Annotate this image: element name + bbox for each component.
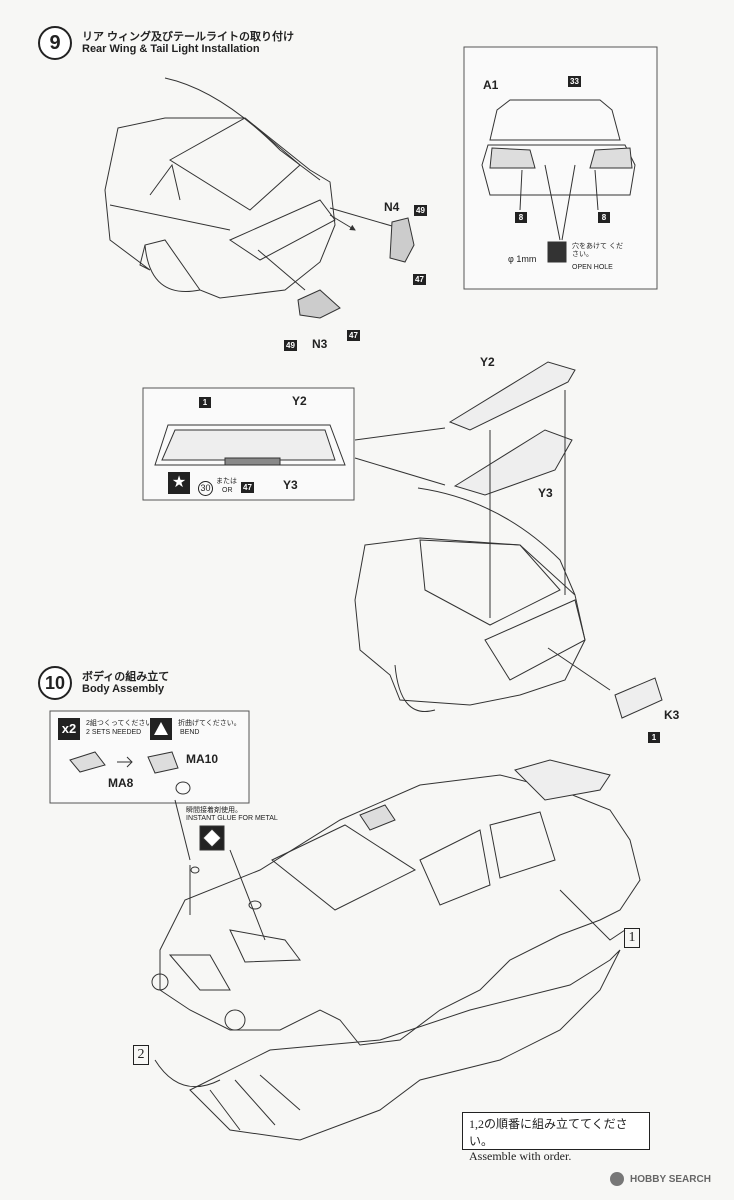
assembly-order-en: Assemble with order. [469,1149,572,1163]
sets-needed-jp: 2組つくってください。 [86,720,160,727]
part-label-y3: Y3 [538,486,553,500]
paint-number-n3: 49 [284,340,297,351]
bend-note-en: BEND [180,729,200,736]
assembly-order-note: 1,2の順番に組み立ててください。 Assemble with order. [462,1112,650,1163]
part-label-ma8: MA8 [108,776,134,790]
hole-instruction-en: OPEN HOLE [572,264,613,271]
part-label-y3-inset: Y3 [283,478,298,492]
glue-note-jp: 瞬間接着剤使用。 [186,807,242,814]
part-label-y2: Y2 [480,355,495,369]
part-label-k3: K3 [664,708,680,722]
star-icon: ★ [168,472,190,494]
chassis-outline [189,949,621,1141]
step-10-title-en: Body Assembly [82,683,165,695]
paint-number-33: 33 [568,76,581,87]
watermark-logo-icon [610,1172,624,1186]
step-10-title-jp: ボディの組み立て [82,671,170,683]
tail-light-n4-shape [389,217,415,263]
car-body-step9-outline [354,537,586,706]
callout-2: 2 [133,1045,149,1065]
sets-multiplier-badge: x2 [58,718,80,740]
part-label-y2-inset: Y2 [292,394,307,408]
step-9-title-jp: リア ウィング及びテールライトの取り付け [82,31,295,43]
callout-1: 1 [624,928,640,948]
assembly-order-jp: 1,2の順番に組み立ててください。 [469,1117,628,1148]
paint-number-k3: 1 [648,732,660,743]
paint-or-en: OR [222,487,233,494]
hole-instruction-jp: 穴をあけて ください。 [572,243,623,258]
part-label-ma10: MA10 [186,752,219,766]
paint-or-jp: または [216,478,237,485]
part-label-n3: N3 [312,337,328,351]
paint-number-8-right: 8 [598,212,610,223]
wing-y2-shape [448,361,576,431]
paint-number-1: 1 [199,397,211,408]
watermark-text: HOBBY SEARCH [630,1174,711,1185]
wing-y2-inset-shape [154,424,346,466]
step-10-number: 10 [38,666,72,700]
car-rear-body-outline [104,117,336,299]
paint-number-8-left: 8 [515,212,527,223]
part-label-n4: N4 [384,200,400,214]
paint-number-n4-secondary: 47 [413,274,426,285]
bend-note-jp: 折曲げてください。 [178,720,241,727]
paint-number-n4: 49 [414,205,427,216]
glue-note-en: INSTANT GLUE FOR METAL [186,815,278,822]
step-9-title-en: Rear Wing & Tail Light Installation [82,43,260,55]
plate-k3-shape [614,677,663,719]
sets-needed-en: 2 SETS NEEDED [86,729,142,736]
paint-number-n3-secondary: 47 [347,330,360,341]
wing-y3-shape [453,429,573,496]
part-label-a1: A1 [483,78,499,92]
hole-size-label: φ 1mm [508,254,537,264]
car-body-step10-outline [159,774,641,1046]
bend-icon [150,718,172,740]
paint-number-30: 30 [198,481,213,496]
tail-light-n3-shape [297,289,341,319]
paint-number-47: 47 [241,482,254,493]
step-9-number: 9 [38,26,72,60]
